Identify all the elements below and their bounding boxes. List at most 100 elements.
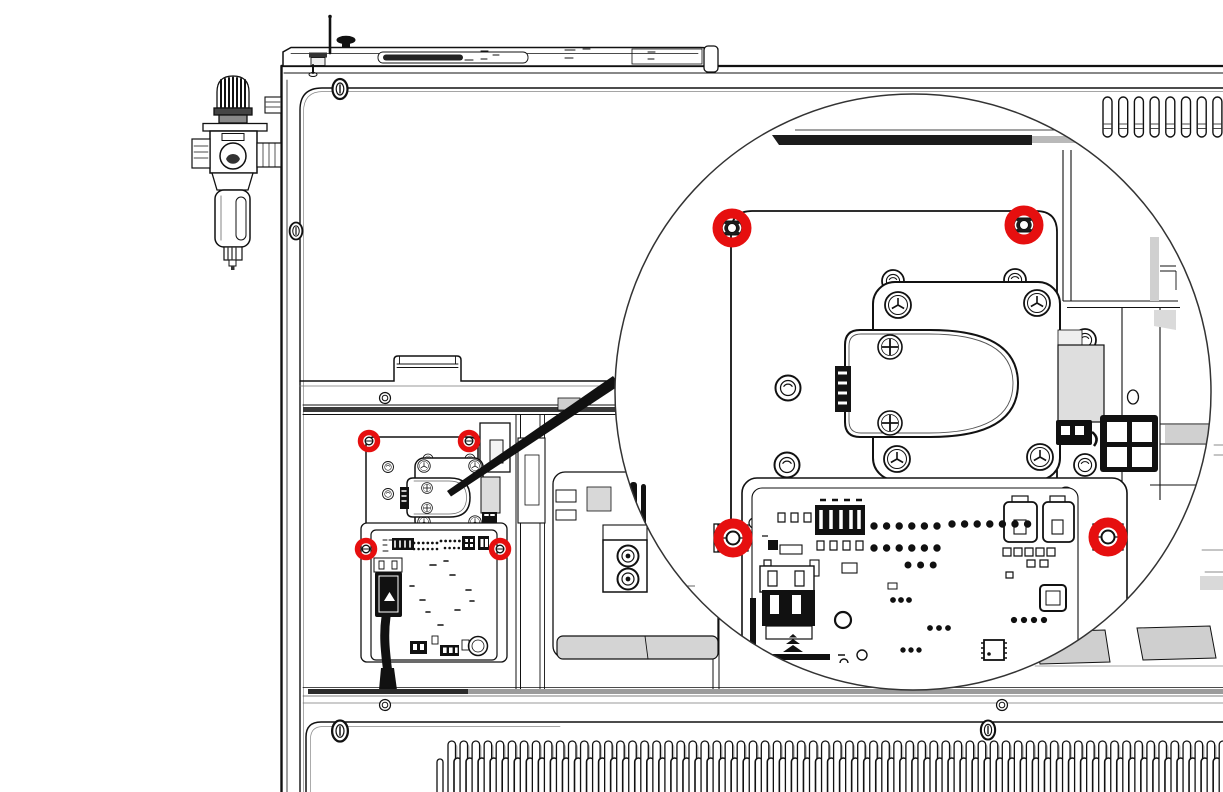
vent-slot-tick — [1197, 123, 1206, 129]
rod-mount — [309, 52, 327, 58]
mount-flange — [202, 122, 268, 132]
magnified-wall-lines — [1062, 150, 1072, 301]
pcb-bottom-connector — [410, 641, 427, 654]
pump-head-inner-line — [413, 480, 467, 515]
detail-pcb-bits — [838, 654, 849, 664]
solder-dot — [906, 597, 912, 603]
tall-bracket-slot — [524, 454, 540, 506]
drain-tip — [228, 259, 237, 267]
solder-dot — [890, 597, 896, 603]
solder-dot — [933, 522, 941, 530]
face-panel-inner-line — [303, 91, 1223, 792]
pump-screw-icon — [877, 334, 903, 360]
air-filter-regulator — [191, 75, 282, 270]
terminal-step — [1057, 329, 1083, 347]
pcb-buzzer-inner — [471, 639, 485, 653]
solder-dot — [453, 539, 457, 543]
pcb-bottom-connector-cells — [413, 644, 424, 650]
upper-rail-band — [303, 407, 620, 412]
base-screw-icon — [330, 719, 350, 743]
bottom-structure — [302, 444, 1223, 792]
thumb-knob-stem — [342, 42, 350, 48]
solder-dot — [948, 520, 956, 528]
detail-dp-connector — [762, 590, 815, 626]
drain-nub — [231, 266, 235, 270]
solder-dot — [929, 561, 937, 569]
motor-screw-icon — [1023, 289, 1051, 317]
detail-dp-flange — [759, 565, 815, 593]
solder-dot — [908, 522, 916, 530]
outlet-port-lines — [262, 142, 276, 168]
solder-dot — [448, 546, 451, 550]
detail-latch-connector — [1042, 495, 1075, 543]
screw-icon — [1100, 529, 1116, 545]
plate-screw-icon — [774, 374, 802, 402]
detail-pcb-regulator-inner — [1045, 590, 1061, 606]
vent-slot — [1218, 740, 1223, 792]
pcb-grid-cells — [465, 539, 473, 547]
thumb-knob — [336, 35, 356, 45]
bowl-neck — [211, 172, 254, 191]
solder-dot — [462, 539, 466, 543]
antenna-tip — [328, 14, 332, 19]
highlight-ring-icon — [713, 518, 753, 558]
top-rail-label-plate — [631, 48, 703, 65]
vent-slot — [1212, 96, 1223, 138]
top-rail-end-cap — [703, 45, 719, 73]
solder-dot — [458, 539, 461, 543]
solder-dot — [1040, 616, 1048, 624]
detail-dp-pins — [770, 595, 801, 614]
screw-highlight — [357, 429, 381, 453]
detail-hole-small — [856, 649, 868, 661]
drain-knurl — [227, 247, 237, 260]
detail-pcb-regulator — [1039, 584, 1067, 612]
handle-grip — [396, 355, 459, 368]
solder-dot — [443, 546, 447, 550]
top-vent-grille — [1102, 96, 1223, 138]
solder-dot — [421, 541, 425, 545]
pump-connector — [400, 487, 409, 509]
solder-dot — [431, 541, 434, 545]
detail-wire — [1091, 431, 1098, 447]
solder-dot — [933, 544, 941, 552]
vent-slot-tick — [1166, 123, 1175, 129]
panel-edge-line — [299, 355, 620, 382]
detail-pcb — [751, 487, 1079, 690]
solder-dot — [431, 547, 434, 551]
vent-slot — [1196, 96, 1207, 138]
top-rail-slot — [383, 54, 463, 61]
bottom-band-dark — [308, 689, 468, 694]
vent-slot-tick — [1119, 123, 1128, 129]
solder-dot — [870, 544, 878, 552]
solder-dot — [870, 522, 878, 530]
highlight-ring-icon — [357, 429, 381, 453]
solder-dot — [900, 647, 906, 653]
detail-terminal-block — [1057, 344, 1105, 423]
detail-dp-slots — [767, 570, 805, 587]
vent-slot — [1165, 96, 1176, 138]
detail-pcb-connector-pins — [819, 510, 861, 529]
bay-tray — [556, 635, 719, 660]
solder-dot — [412, 541, 416, 545]
drain-knob — [223, 246, 243, 261]
solder-dot — [435, 547, 439, 551]
solder-dot — [920, 544, 929, 552]
detail-pcb-squares-right — [1002, 547, 1056, 579]
screw-highlight — [1004, 205, 1044, 245]
solder-dot — [945, 625, 951, 631]
side-screw-icon — [1073, 453, 1097, 477]
vent-slot-tick — [1213, 123, 1222, 129]
solder-dot — [960, 520, 969, 528]
bay-tab-1 — [555, 489, 577, 503]
highlight-ring-icon — [354, 537, 378, 561]
wall-bracket-lines — [265, 101, 281, 108]
solder-dot — [412, 547, 416, 551]
hose-port-icon — [616, 544, 640, 568]
motor-screw-icon — [417, 459, 431, 473]
pcb-buzzer — [467, 635, 489, 657]
screw-icon — [725, 530, 741, 546]
vent-slot-tick — [1135, 123, 1143, 129]
bay-tray-seam — [644, 635, 649, 660]
rod-mount-base — [310, 57, 326, 66]
